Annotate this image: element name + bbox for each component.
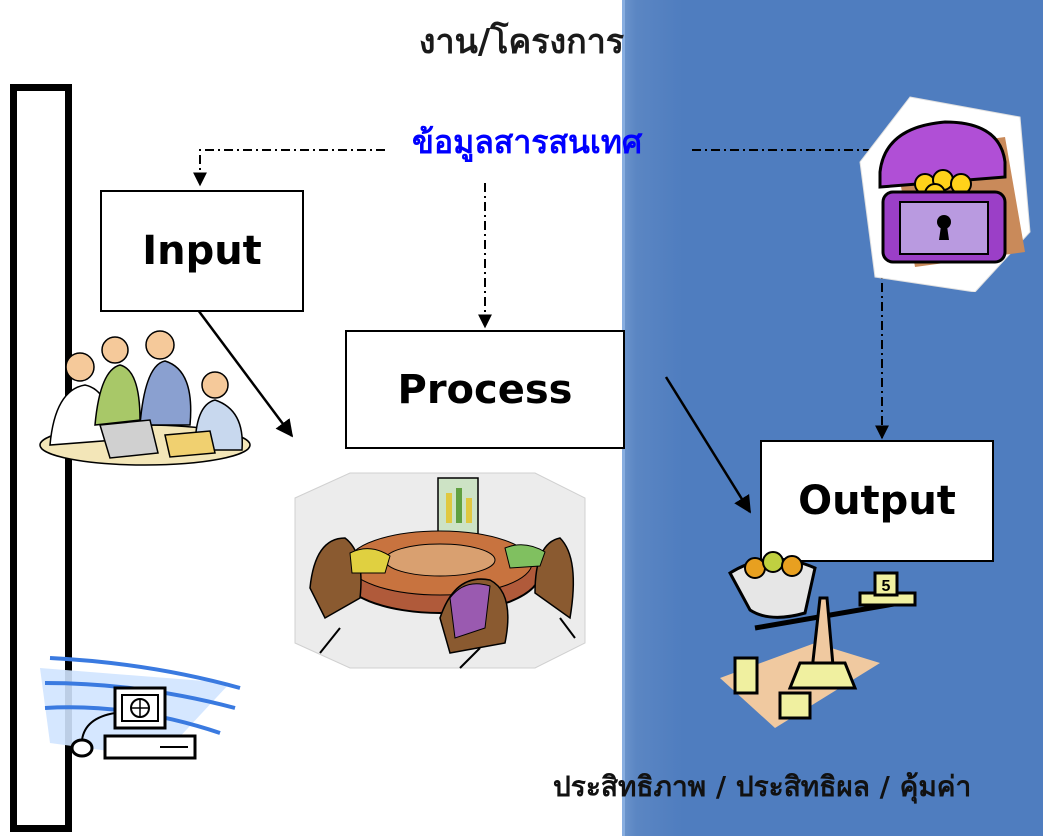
conference-room-icon: [294, 472, 586, 669]
computer-icon: [40, 656, 241, 760]
treasure-chest-icon: [859, 96, 1031, 292]
weight-label: 5: [882, 578, 891, 595]
team-meeting-icon: [39, 330, 251, 466]
info-to-output-line: [692, 149, 889, 440]
scale-produce-icon: 5: [720, 551, 917, 728]
process-to-output-arrow: [664, 376, 752, 514]
info-to-input-line: [193, 149, 385, 187]
output-box: Output: [760, 440, 994, 562]
page-title: งาน/โครงการ: [418, 22, 625, 62]
footer-text: ประสิทธิภาพ / ประสิทธิผล / คุ้มค่า: [553, 770, 972, 803]
information-label: ข้อมูลสารสนเทศ: [412, 123, 643, 161]
input-box: Input: [100, 190, 304, 312]
process-box: Process: [345, 330, 625, 449]
input-to-process-arrow: [196, 309, 294, 438]
